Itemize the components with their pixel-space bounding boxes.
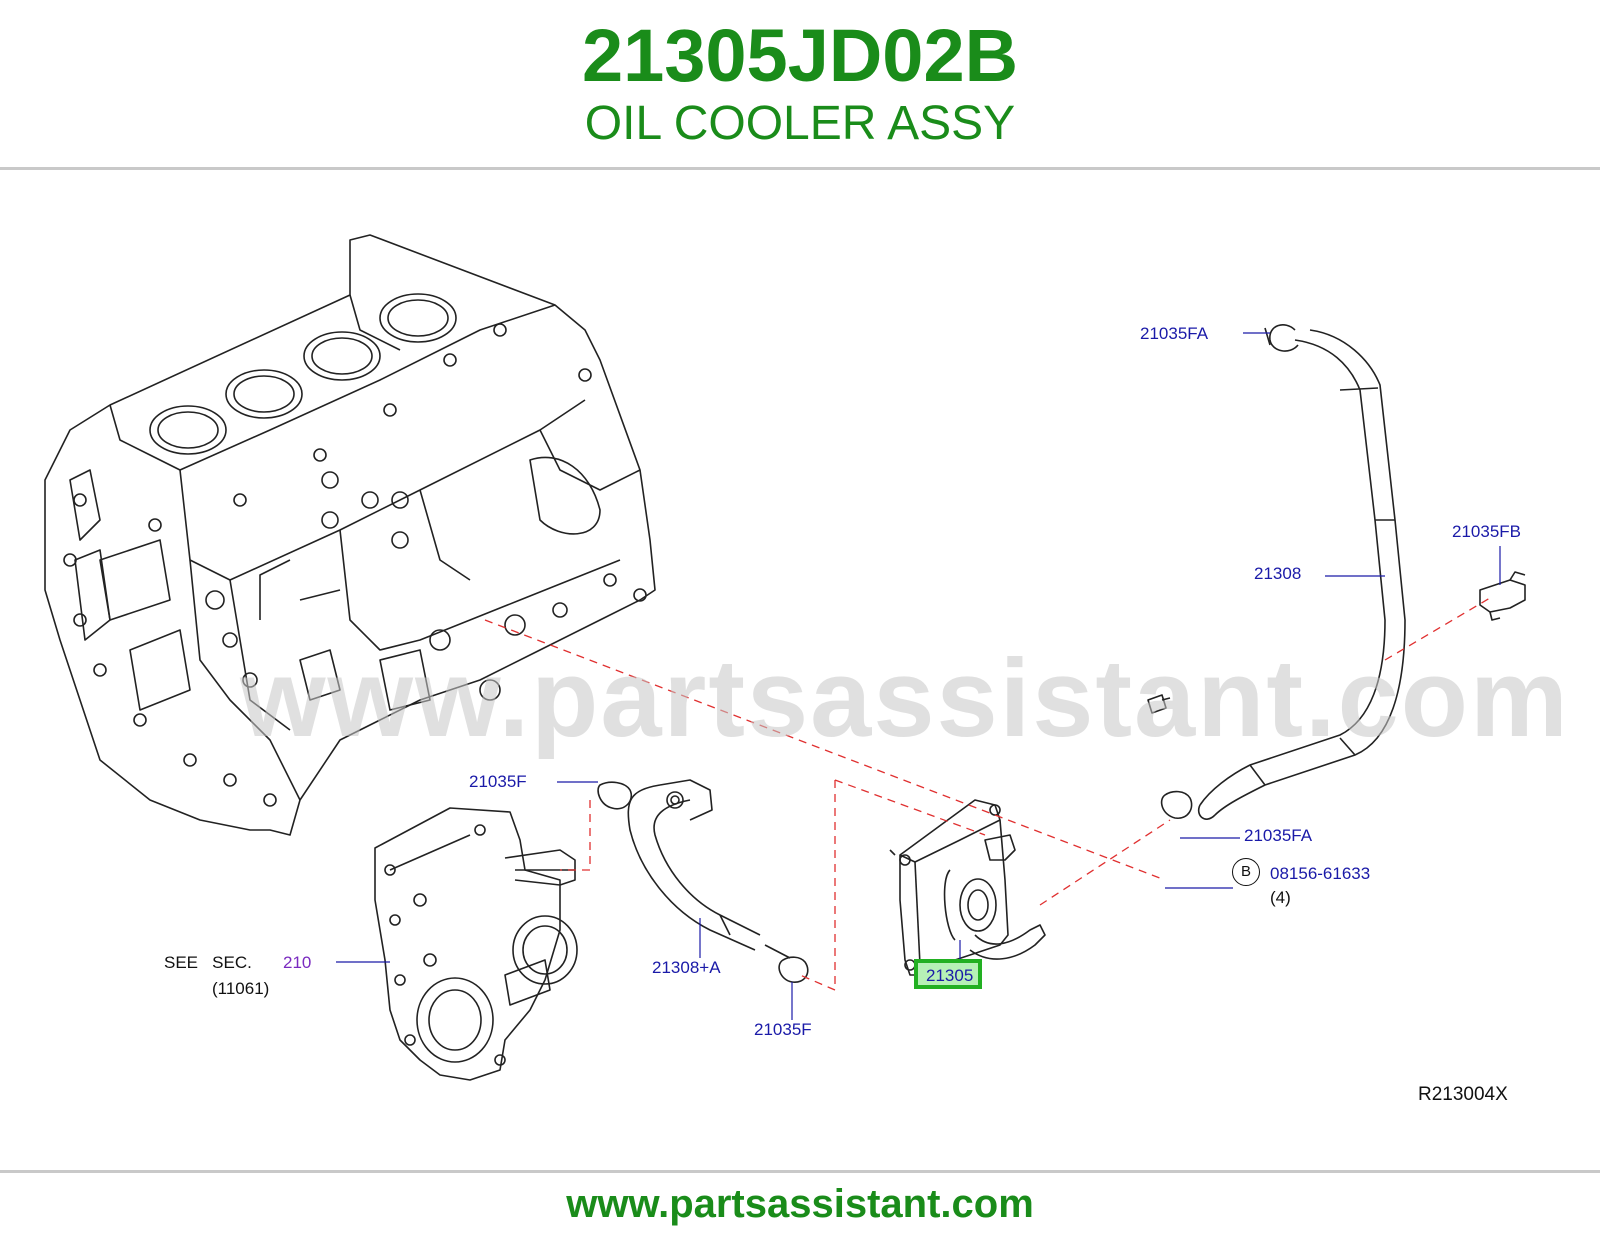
callout-oil-cooler[interactable]: 21305 xyxy=(926,966,974,985)
callout-clamp-lower-top[interactable]: 21035F xyxy=(469,772,527,791)
engine-block-illustration xyxy=(44,234,656,836)
lower-hose-illustration xyxy=(597,779,809,983)
see-section-sub: (11061) xyxy=(212,979,270,998)
callout-clamp-bracket[interactable]: 21035FB xyxy=(1452,522,1521,541)
exploded-view-drawing xyxy=(44,234,1526,1081)
page-header: 21305JD02B OIL COOLER ASSY xyxy=(0,0,1600,170)
part-name-subtitle: OIL COOLER ASSY xyxy=(584,97,1016,150)
parts-diagram: www.partsassistant.com 21035FA 21035FB 2… xyxy=(0,170,1600,1170)
diagram-reference-code: R213004X xyxy=(1418,1084,1508,1105)
footer-website[interactable]: www.partsassistant.com xyxy=(566,1182,1034,1226)
bolt-illustration xyxy=(1147,694,1171,714)
watermark: www.partsassistant.com xyxy=(240,637,1570,760)
clamp-bracket-illustration xyxy=(1479,571,1526,621)
bolt-letter-circle: B xyxy=(1232,858,1260,886)
upper-hose-illustration xyxy=(1160,324,1406,820)
oil-cooler-highlight[interactable]: 21305 xyxy=(914,959,982,989)
bolt-quantity: (4) xyxy=(1270,888,1291,907)
footer-divider xyxy=(0,1170,1600,1173)
callout-clamp-upper-bottom[interactable]: 21035FA xyxy=(1244,826,1313,845)
callout-clamp-lower-bottom[interactable]: 21035F xyxy=(754,1020,812,1039)
callout-clamp-upper-top[interactable]: 21035FA xyxy=(1140,324,1209,343)
timing-cover-illustration xyxy=(374,807,578,1081)
callout-bolt[interactable]: 08156-61633 xyxy=(1270,864,1371,883)
part-number-title: 21305JD02B xyxy=(581,14,1019,97)
callout-upper-hose[interactable]: 21308 xyxy=(1254,564,1302,583)
header-divider xyxy=(0,167,1600,170)
oil-cooler-illustration xyxy=(889,799,1046,976)
see-section-link[interactable]: 210 xyxy=(283,953,312,972)
see-section-prefix: SEE SEC. xyxy=(164,953,252,972)
callout-lower-hose[interactable]: 21308+A xyxy=(652,958,721,977)
